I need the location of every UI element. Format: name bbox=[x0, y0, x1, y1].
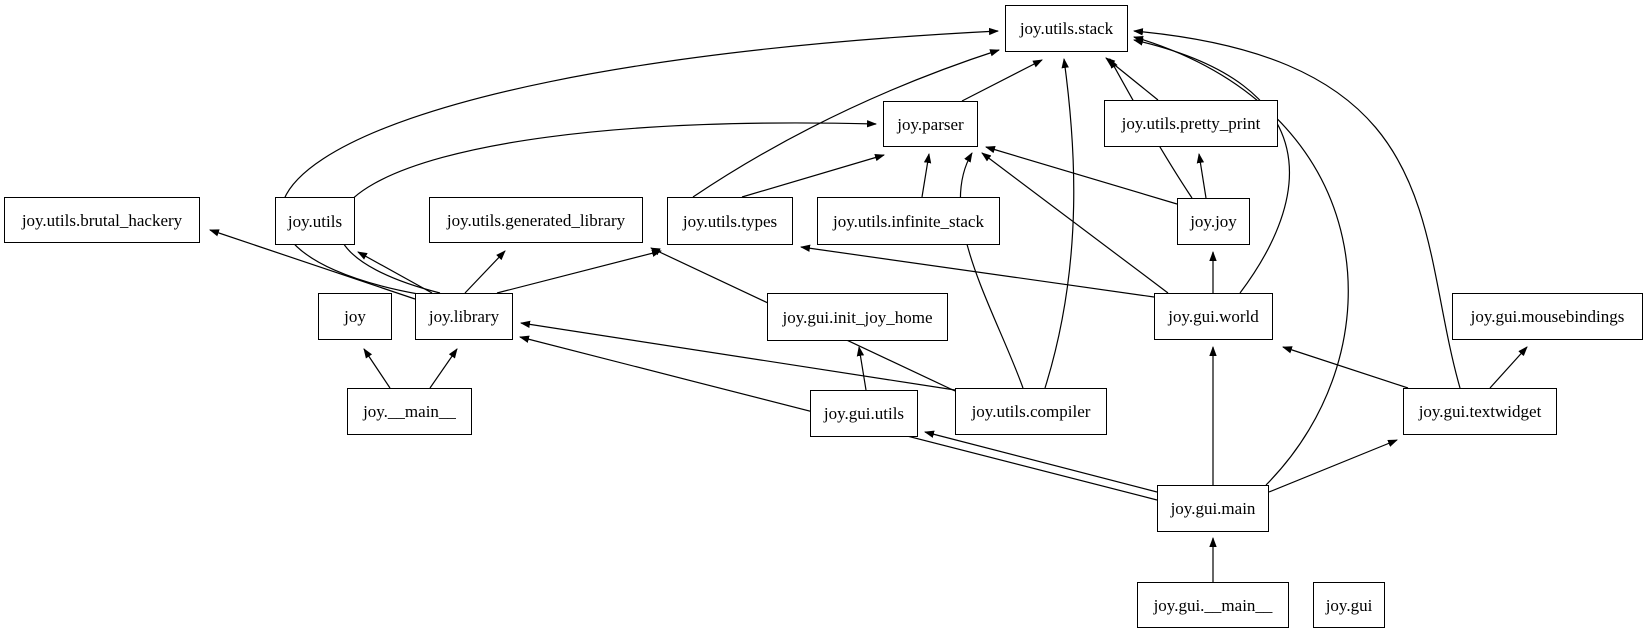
edge-compiler-to-stack bbox=[1044, 58, 1075, 389]
node-joy-utils-infinite-stack: joy.utils.infinite_stack bbox=[817, 197, 1000, 245]
node-joy-parser: joy.parser bbox=[883, 101, 978, 147]
node-joy: joy bbox=[318, 293, 392, 340]
edge-joy_joy-to-parser bbox=[985, 146, 1178, 205]
edge-library-to-utils bbox=[357, 251, 433, 294]
edge-types-to-stack bbox=[692, 49, 1000, 198]
node-joy-utils-compiler: joy.utils.compiler bbox=[955, 388, 1107, 435]
edge-textwidget-to-stack bbox=[1133, 28, 1461, 389]
node-joy-utils-pretty-print: joy.utils.pretty_print bbox=[1104, 100, 1278, 147]
node-joy-utils-generated-library: joy.utils.generated_library bbox=[429, 197, 643, 243]
edge-textwidget-to-world bbox=[1282, 346, 1409, 389]
edge-compiler-to-parser bbox=[959, 152, 1024, 389]
edge-parser-to-stack bbox=[961, 59, 1043, 102]
edge-world-to-parser bbox=[981, 152, 1169, 294]
node-joy-gui-main: joy.gui.main bbox=[1157, 485, 1269, 532]
edge-gui_main-to-gui_utils bbox=[924, 430, 1158, 493]
node-joy-utils: joy.utils bbox=[275, 197, 355, 245]
node-joy-main: joy.__main__ bbox=[347, 388, 472, 435]
node-joy-gui-main-dunder: joy.gui.__main__ bbox=[1137, 582, 1289, 628]
edge-world-to-stack bbox=[1133, 38, 1290, 294]
node-joy-utils-brutal-hackery: joy.utils.brutal_hackery bbox=[4, 197, 200, 243]
edge-library-to-types bbox=[496, 249, 662, 294]
node-joy-gui-world: joy.gui.world bbox=[1154, 293, 1273, 340]
edge-joy_joy-to-pretty_print bbox=[1196, 153, 1207, 199]
node-joy-utils-types: joy.utils.types bbox=[667, 197, 793, 245]
node-joy-utils-stack: joy.utils.stack bbox=[1005, 5, 1128, 52]
edge-main_dunder-to-library bbox=[429, 348, 458, 389]
edge-library-to-parser bbox=[337, 120, 877, 294]
edge-textwidget-to-mousebindings bbox=[1489, 346, 1528, 389]
edge-library-to-stack bbox=[280, 27, 999, 295]
node-joy-gui-textwidget: joy.gui.textwidget bbox=[1403, 388, 1557, 435]
edge-library-to-brutal_hackery bbox=[209, 229, 416, 300]
edge-gui_main-to-textwidget bbox=[1268, 439, 1398, 493]
edge-compiler-to-library bbox=[520, 320, 956, 391]
edge-library-to-generated_library bbox=[464, 250, 506, 294]
node-joy-joy: joy.joy bbox=[1177, 198, 1250, 245]
edge-gui_main-to-stack bbox=[1133, 36, 1349, 486]
node-joy-gui-init-joy-home: joy.gui.init_joy_home bbox=[767, 293, 948, 341]
edge-pretty_print-to-stack bbox=[1105, 57, 1159, 101]
edge-gui_utils-to-init_joy_home bbox=[856, 346, 867, 391]
edge-types-to-parser bbox=[741, 154, 885, 198]
node-joy-library: joy.library bbox=[415, 293, 513, 340]
edge-infinite_stack-to-parser bbox=[921, 153, 932, 198]
node-joy-gui-mousebindings: joy.gui.mousebindings bbox=[1452, 293, 1643, 340]
node-joy-gui-utils: joy.gui.utils bbox=[810, 390, 918, 437]
edge-main_dunder-to-joy bbox=[363, 348, 391, 389]
node-joy-gui: joy.gui bbox=[1313, 582, 1385, 628]
edge-world-to-types bbox=[800, 244, 1155, 298]
